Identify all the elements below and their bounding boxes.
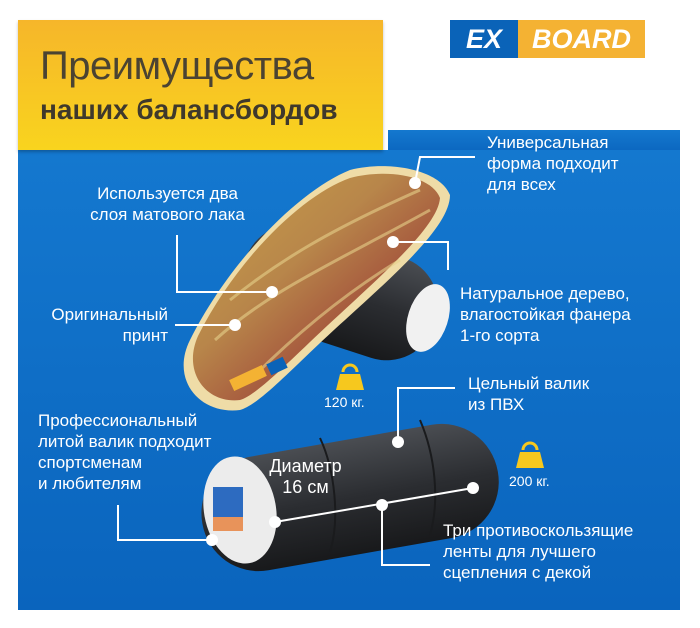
- callout-shape: Универсальная форма подходит для всех: [487, 133, 619, 194]
- brand-logo: EX BOARD: [450, 20, 645, 58]
- weight-roller: 200 кг.: [509, 473, 550, 489]
- leader-lines: [117, 156, 475, 566]
- pvc-roller: [201, 419, 499, 572]
- callout-pvc: Цельный валик из ПВХ: [468, 374, 590, 414]
- weight-icon: [336, 363, 364, 390]
- callout-cast: Профессиональный литой валик подходит сп…: [38, 411, 212, 493]
- logo-board: BOARD: [518, 20, 645, 58]
- weight-icon: [516, 441, 544, 468]
- callout-diameter: Диаметр 16 см: [269, 456, 342, 497]
- weight-board: 120 кг.: [324, 394, 365, 410]
- callout-print: Оригинальный принт: [51, 305, 168, 345]
- callout-wood: Натуральное дерево, влагостойкая фанера …: [460, 284, 631, 345]
- callout-lacquer: Используется два слоя матового лака: [90, 184, 245, 224]
- logo-ex: EX: [450, 20, 518, 58]
- page-title: Преимущества: [40, 44, 314, 88]
- callout-dots: [206, 177, 479, 546]
- callout-strips: Три противоскользящие ленты для лучшего …: [443, 521, 634, 582]
- page-subtitle: наших балансбордов: [40, 94, 338, 125]
- title-box: Преимущества наших балансбордов: [18, 20, 383, 150]
